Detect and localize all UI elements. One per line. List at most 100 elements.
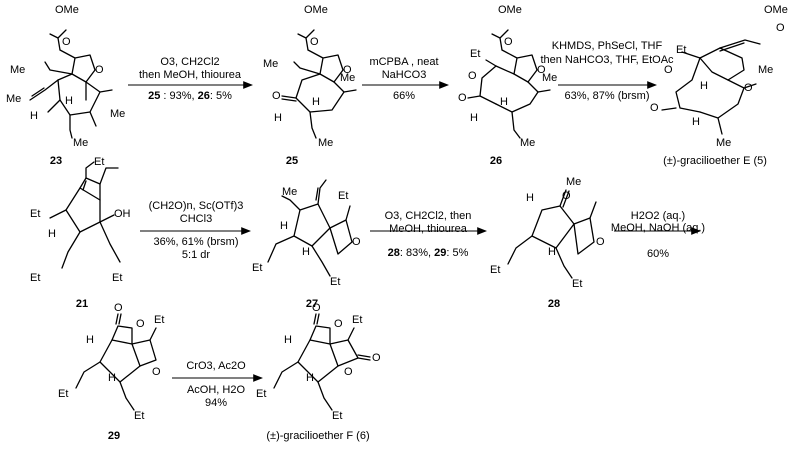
compound-ref-26: 26: [197, 90, 210, 102]
ethyl-label: Et: [134, 410, 145, 422]
methyl-label: Me: [10, 64, 26, 76]
ethyl-label: Et: [30, 208, 41, 220]
methyl-label: Me: [110, 108, 126, 120]
carbonyl-oxygen-label: O: [114, 302, 123, 314]
ethyl-label: Et: [94, 156, 105, 168]
step4-selectivity: 5:1 dr: [181, 249, 211, 261]
ethyl-label: Et: [338, 190, 349, 202]
structure-28: [507, 189, 597, 279]
compound-ref-28: 28: [387, 247, 400, 259]
structure-25: [281, 29, 357, 139]
hydrogen-label: H: [526, 192, 534, 204]
lactone-oxygen-label: O: [136, 318, 145, 330]
ethyl-label: Et: [58, 388, 69, 400]
hydroxyl-label: OH: [114, 208, 131, 220]
ether-oxygen-label: O: [344, 366, 353, 378]
step5-yield: 28: 83%, 29: 5%: [388, 247, 469, 260]
structure-23: [29, 29, 113, 139]
hydrogen-label: H: [65, 95, 73, 107]
hydrogen-label: H: [86, 334, 94, 346]
compound-name-gracilioether-f: (±)-gracilioether F (6): [266, 430, 370, 442]
step4-reagents: CHCl3: [179, 213, 213, 225]
step7-reagents: AcOH, H2O: [186, 384, 246, 396]
ether-oxygen-label: O: [537, 64, 546, 76]
step2-reagents: NaHCO3: [381, 69, 427, 81]
carbonyl-oxygen-label: O: [776, 22, 785, 34]
compound-number-21: 21: [75, 298, 89, 310]
hydrogen-label: H: [700, 80, 708, 92]
carbonyl-oxygen-label: O: [312, 302, 321, 314]
carbonyl-oxygen-label: O: [504, 36, 513, 48]
ethyl-label: Et: [470, 48, 481, 60]
step2-yield: 66%: [392, 90, 416, 102]
ethyl-label: Et: [332, 410, 343, 422]
hydrogen-label: H: [548, 246, 556, 258]
hydrogen-label: H: [284, 334, 292, 346]
step3-reagents: KHMDS, PhSeCl, THF: [551, 40, 663, 52]
methyl-label: Me: [263, 58, 279, 70]
ether-oxygen-label: O: [596, 236, 605, 248]
step1-reagents: O3, CH2Cl2: [160, 56, 220, 68]
carbonyl-oxygen-label: O: [62, 36, 71, 48]
ethyl-label: Et: [30, 272, 41, 284]
carbonyl-oxygen-label: O: [310, 36, 319, 48]
methyl-label: Me: [520, 137, 536, 149]
yield-text: : 5%: [446, 247, 469, 259]
ome-label: OMe: [498, 4, 522, 16]
hydrogen-label: H: [302, 246, 310, 258]
methyl-label: Me: [73, 137, 89, 149]
ether-oxygen-label: O: [95, 64, 104, 76]
ome-label: OMe: [55, 4, 79, 16]
hydrogen-label: H: [108, 372, 116, 384]
methyl-label: Me: [282, 186, 298, 198]
lactone-oxygen-label: O: [468, 70, 477, 82]
ethyl-label: Et: [256, 388, 267, 400]
methyl-label: Me: [340, 72, 356, 84]
ome-label: OMe: [764, 4, 788, 16]
methyl-label: Me: [758, 64, 774, 76]
compound-number-23: 23: [49, 155, 63, 167]
ether-oxygen-label: O: [152, 366, 161, 378]
methyl-label: Me: [318, 137, 334, 149]
yield-text: : 5%: [209, 90, 232, 102]
compound-number-26: 26: [489, 155, 503, 167]
ethyl-label: Et: [572, 278, 583, 290]
ethyl-label: Et: [676, 44, 687, 56]
step3-reagents: then NaHCO3, THF, EtOAc: [540, 54, 674, 66]
hydrogen-label: H: [312, 96, 320, 108]
structure-21: [49, 161, 121, 269]
step7-yield: 94%: [204, 397, 228, 409]
step1-reagents: then MeOH, thiourea: [138, 69, 242, 81]
lactone-carbonyl-oxygen-label: O: [372, 352, 381, 364]
structure-gracilioether-e: [661, 39, 761, 135]
compound-number-28: 28: [547, 298, 561, 310]
lactone-carbonyl-oxygen-label: O: [458, 92, 467, 104]
step4-yield: 36%, 61% (brsm): [153, 236, 239, 248]
ether-oxygen-label: O: [352, 236, 361, 248]
ethyl-label: Et: [154, 314, 165, 326]
ome-label: OMe: [304, 4, 328, 16]
hydrogen-label: H: [692, 116, 700, 128]
ethyl-label: Et: [330, 276, 341, 288]
ethyl-label: Et: [490, 264, 501, 276]
ethyl-label: Et: [352, 314, 363, 326]
compound-number-25: 25: [285, 155, 299, 167]
yield-text: : 83%,: [399, 247, 435, 259]
ketone-oxygen-label: O: [272, 90, 281, 102]
compound-number-27: 27: [305, 298, 319, 310]
structure-26: [467, 29, 551, 139]
methyl-label: Me: [716, 137, 732, 149]
lactone-oxygen-label: O: [664, 64, 673, 76]
methyl-label: Me: [542, 72, 558, 84]
compound-ref-29: 29: [434, 247, 447, 259]
hydrogen-label: H: [500, 96, 508, 108]
step1-yield: 25 : 93%, 26: 5%: [148, 90, 232, 103]
lactone-carbonyl-oxygen-label: O: [650, 102, 659, 114]
methyl-label: Me: [6, 93, 22, 105]
ethyl-label: Et: [252, 262, 263, 274]
methyl-label: Me: [566, 176, 582, 188]
lactone-oxygen-label: O: [334, 318, 343, 330]
step5-reagents: MeOH, thiourea: [389, 223, 467, 235]
hydrogen-label: H: [306, 372, 314, 384]
